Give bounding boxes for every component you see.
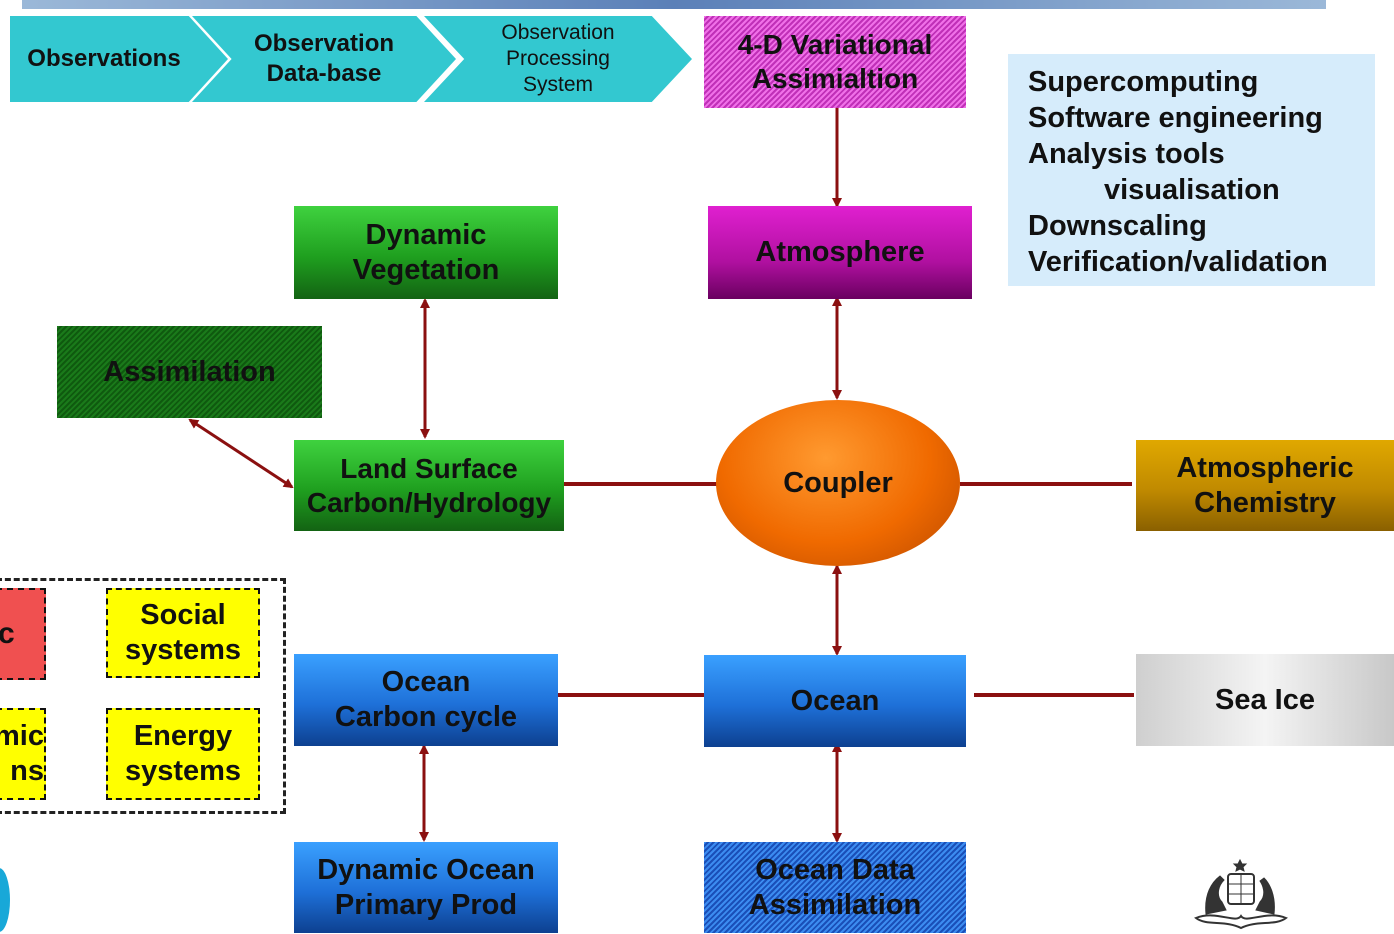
coupler-label: Coupler xyxy=(783,466,893,499)
partial-mic-line2: ns xyxy=(10,755,44,787)
dyn-ocean-line1: Dynamic Ocean xyxy=(317,853,535,886)
ocean-carbon-line1: Ocean xyxy=(381,666,471,699)
ocean-carbon-line2: Carbon cycle xyxy=(334,701,518,733)
node-atmospheric-chemistry: Atmospheric Chemistry xyxy=(1136,440,1394,531)
chevron-processing-line2: Processing xyxy=(506,46,610,70)
info-line-supercomputing: Supercomputing xyxy=(1028,66,1259,98)
node-dynamic-ocean-primary-prod: Dynamic Ocean Primary Prod xyxy=(294,842,558,933)
var-assim-line2: Assimialtion xyxy=(751,63,919,94)
top-banner-strip xyxy=(22,0,1326,9)
node-partial-red: c xyxy=(0,588,46,680)
chevron-database-line2: Data-base xyxy=(266,60,382,87)
node-atmosphere: Atmosphere xyxy=(708,206,972,299)
energy-line2: systems xyxy=(124,755,242,787)
node-ocean: Ocean xyxy=(704,655,966,747)
atmchem-line1: Atmospheric xyxy=(1176,451,1354,484)
node-energy-systems: Energy systems xyxy=(106,708,260,800)
ocean-label: Ocean xyxy=(790,684,880,717)
node-assimilation: Assimilation xyxy=(57,326,322,418)
sea-ice-label: Sea Ice xyxy=(1215,683,1315,716)
dynveg-line2: Vegetation xyxy=(352,253,500,286)
partial-red-label: c xyxy=(0,617,15,650)
atmchem-line2: Chemistry xyxy=(1194,486,1336,519)
atmosphere-label: Atmosphere xyxy=(755,236,925,269)
node-social-systems: Social systems xyxy=(106,588,260,678)
energy-line1: Energy xyxy=(133,720,233,753)
land-line2: Carbon/Hydrology xyxy=(306,486,552,518)
info-line-visualisation: visualisation xyxy=(1104,174,1280,206)
chevron-observations-label: Observations xyxy=(27,45,181,72)
info-line-downscaling: Downscaling xyxy=(1028,210,1207,242)
partial-logo-icon xyxy=(0,868,10,932)
node-ocean-data-assimilation: Ocean Data Assimilation xyxy=(704,842,966,933)
var-assim-line1: 4-D Variational xyxy=(737,29,933,61)
node-partial-economic: mic ns xyxy=(0,708,46,800)
chevron-processing-system: Observation Processing System xyxy=(424,16,692,102)
node-dynamic-vegetation: Dynamic Vegetation xyxy=(294,206,558,299)
info-line-analysis-tools: Analysis tools xyxy=(1028,138,1225,170)
node-sea-ice: Sea Ice xyxy=(1136,654,1394,746)
dynveg-line1: Dynamic xyxy=(365,218,487,251)
chevron-database-line1: Observation xyxy=(253,30,395,57)
ocean-data-line1: Ocean Data xyxy=(755,853,915,886)
social-line2: systems xyxy=(124,634,242,666)
chevron-observation-database: Observation Data-base xyxy=(192,16,456,102)
coat-of-arms-icon xyxy=(1194,858,1288,930)
ocean-data-line2: Assimilation xyxy=(748,888,922,921)
land-line1: Land Surface xyxy=(340,452,518,484)
external-systems-group xyxy=(0,578,286,814)
info-line-verification: Verification/validation xyxy=(1028,246,1328,278)
chevron-processing-line3: System xyxy=(522,73,593,97)
node-coupler: Coupler xyxy=(716,400,960,566)
partial-mic-line1: mic xyxy=(0,720,44,753)
info-panel: Supercomputing Software engineering Anal… xyxy=(1008,54,1375,286)
node-ocean-carbon-cycle: Ocean Carbon cycle xyxy=(294,654,558,746)
info-line-software-engineering: Software engineering xyxy=(1028,102,1323,134)
node-land-surface: Land Surface Carbon/Hydrology xyxy=(294,440,564,531)
dyn-ocean-line2: Primary Prod xyxy=(334,888,518,921)
chevron-processing-line1: Observation xyxy=(501,20,615,44)
social-line1: Social xyxy=(140,599,226,632)
arrow-assim-land xyxy=(188,418,294,489)
node-4d-var-assimilation: 4-D Variational Assimialtion xyxy=(704,16,966,108)
chevron-observations: Observations xyxy=(10,16,228,102)
assimilation-label: Assimilation xyxy=(103,355,276,388)
